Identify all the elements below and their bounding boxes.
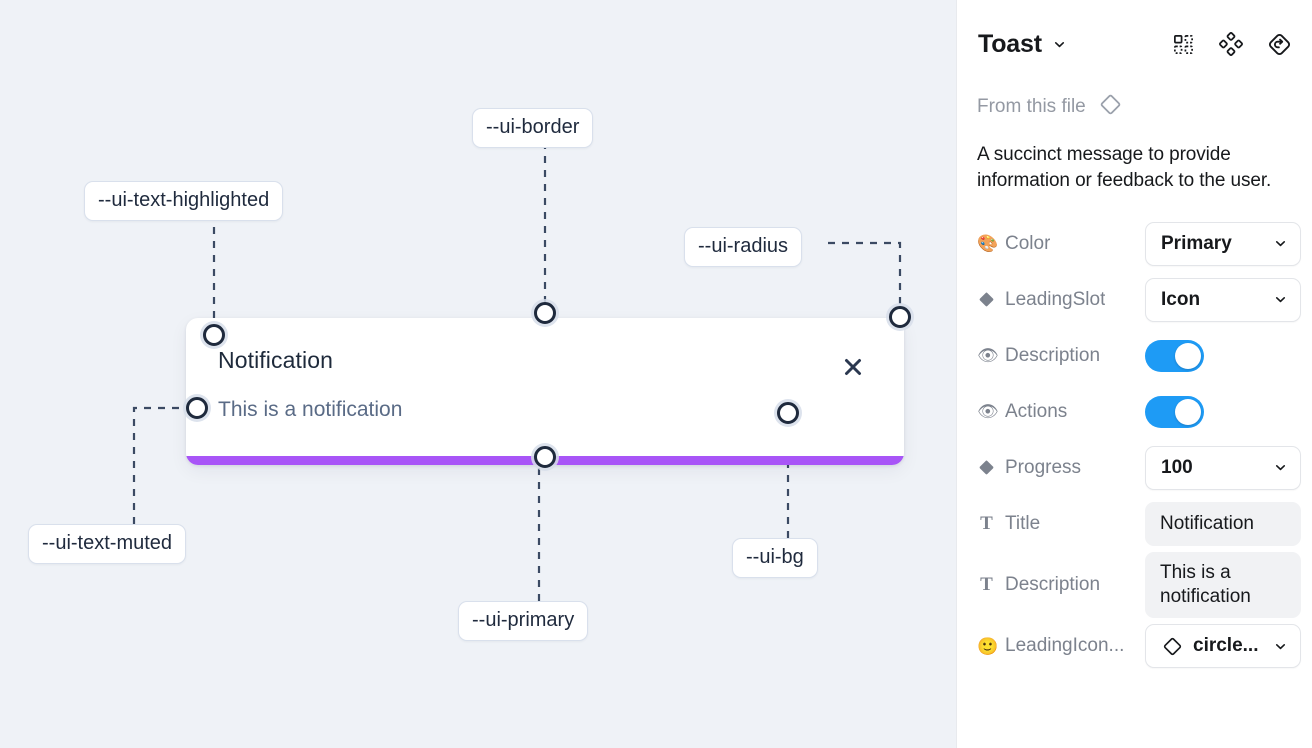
- property-label-leadingicon: 🙂 LeadingIcon...: [977, 635, 1125, 657]
- chevron-down-icon: [1273, 639, 1288, 654]
- toast-preview-card[interactable]: Notification This is a notification: [186, 318, 904, 465]
- annotation-ui-border[interactable]: --ui-border: [472, 108, 594, 148]
- chevron-down-icon: [1273, 292, 1288, 307]
- header-icon-group: [1170, 31, 1292, 57]
- annotation-ui-text-highlighted[interactable]: --ui-text-highlighted: [84, 181, 284, 221]
- toggle-knob: [1175, 342, 1201, 369]
- variants-diamond-icon[interactable]: [1218, 31, 1244, 57]
- property-label-progress: Progress: [977, 457, 1145, 479]
- reset-diamond-icon[interactable]: [1266, 31, 1292, 57]
- panel-header: Toast: [977, 0, 1292, 88]
- annotation-ui-radius[interactable]: --ui-radius: [684, 227, 803, 267]
- annotation-ui-text-muted[interactable]: --ui-text-muted: [28, 524, 187, 564]
- toast-description: This is a notification: [218, 398, 403, 421]
- toast-title: Notification: [218, 347, 333, 373]
- property-label-leadingslot: LeadingSlot: [977, 289, 1145, 311]
- component-description: A succinct message to provide informatio…: [977, 144, 1272, 191]
- property-row-leadingicon: 🙂 LeadingIcon... circle...: [977, 618, 1301, 674]
- page-title: Toast: [978, 29, 1042, 58]
- palette-emoji: 🎨: [977, 234, 999, 254]
- description-input[interactable]: This is a notification: [1145, 551, 1301, 619]
- title-input[interactable]: Notification: [1145, 501, 1301, 546]
- property-label-actions-toggle: 👁 Actions: [977, 400, 1068, 422]
- eye-emoji: 👁: [977, 402, 999, 422]
- property-label-title: T Title: [977, 513, 1145, 535]
- diamond-icon: [1098, 92, 1123, 122]
- anchor-text-muted[interactable]: [186, 397, 208, 419]
- property-label-description-toggle: 👁 Description: [977, 344, 1101, 366]
- property-label-description-text: T Description: [977, 574, 1145, 596]
- chevron-down-icon[interactable]: [1052, 37, 1067, 52]
- property-row-progress: Progress 100: [977, 440, 1301, 496]
- property-row-color: 🎨 Color Primary: [977, 216, 1301, 272]
- property-row-actions-toggle: 👁 Actions: [977, 384, 1292, 440]
- component-grid-icon[interactable]: [1170, 31, 1196, 57]
- eye-emoji: 👁: [977, 346, 999, 366]
- design-canvas[interactable]: Notification This is a notification --ui…: [0, 0, 956, 748]
- leadingslot-select[interactable]: Icon: [1145, 277, 1301, 322]
- anchor-radius[interactable]: [889, 306, 911, 328]
- property-list: 🎨 Color Primary: [977, 216, 1301, 675]
- chevron-down-icon: [1273, 236, 1288, 251]
- text-t-icon: T: [980, 512, 993, 534]
- progress-select[interactable]: 100: [1145, 445, 1301, 490]
- text-t-icon: T: [980, 573, 993, 595]
- chevron-down-icon: [1273, 460, 1288, 475]
- annotation-ui-bg[interactable]: --ui-bg: [732, 538, 818, 578]
- property-row-description-toggle: 👁 Description: [977, 328, 1292, 384]
- anchor-bg[interactable]: [777, 402, 799, 424]
- smiley-emoji: 🙂: [977, 636, 999, 656]
- close-icon[interactable]: [840, 354, 866, 380]
- description-toggle[interactable]: [1145, 339, 1204, 372]
- anchor-primary[interactable]: [534, 446, 556, 468]
- property-row-leadingslot: LeadingSlot Icon: [977, 272, 1301, 328]
- diamond-filled-icon: [977, 291, 996, 308]
- anchor-border[interactable]: [534, 302, 556, 324]
- diamond-filled-icon: [977, 459, 996, 476]
- toggle-knob: [1175, 398, 1201, 425]
- annotation-ui-primary[interactable]: --ui-primary: [458, 601, 589, 641]
- properties-panel: Toast: [956, 0, 1312, 748]
- diamond-icon: [1161, 635, 1184, 658]
- color-select[interactable]: Primary: [1145, 221, 1301, 266]
- property-label-color: 🎨 Color: [977, 232, 1051, 254]
- from-this-file-row[interactable]: From this file: [977, 90, 1292, 124]
- leadingicon-select[interactable]: circle...: [1145, 624, 1301, 669]
- anchor-text-highlighted[interactable]: [203, 324, 225, 346]
- property-row-description-text: T Description This is a notification: [977, 551, 1301, 619]
- actions-toggle[interactable]: [1145, 395, 1204, 428]
- property-row-title: T Title Notification: [977, 496, 1301, 552]
- from-this-file-label: From this file: [977, 96, 1086, 117]
